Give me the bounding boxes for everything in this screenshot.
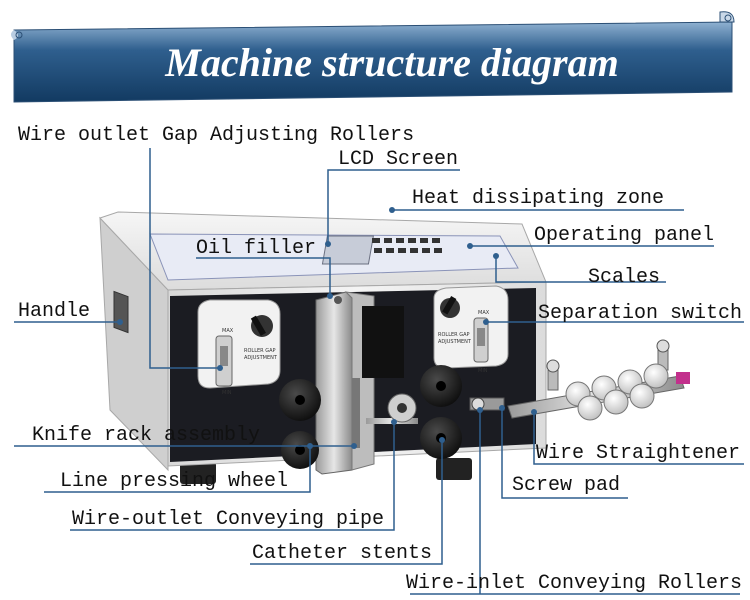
leader-line-pressing	[44, 446, 311, 493]
diagram-title: Machine structure diagram	[164, 40, 618, 85]
leader-lines	[14, 148, 744, 595]
labels: Wire outlet Gap Adjusting Rollers LCD Sc…	[18, 124, 742, 595]
leader-scales	[495, 256, 666, 283]
label-wire-inlet-conveying-rollers: Wire-inlet Conveying Rollers	[406, 572, 742, 595]
machine-foot-right	[436, 458, 472, 480]
oil-filler	[334, 296, 342, 304]
label-line-pressing-wheel: Line pressing wheel	[60, 470, 288, 493]
machine: ROLLER GAP ADJUSTMENT MAX MIN ROLLER GAP…	[99, 211, 690, 484]
knife-rack-assembly	[315, 291, 404, 475]
label-lcd-screen: LCD Screen	[338, 148, 458, 171]
label-wire-outlet-gap-rollers: Wire outlet Gap Adjusting Rollers	[18, 124, 414, 147]
label-operating-panel: Operating panel	[534, 224, 714, 247]
left-roller-gap-text: ROLLER GAP	[244, 348, 276, 354]
right-roller-gap-text: ROLLER GAP	[438, 332, 470, 338]
label-knife-rack-assembly: Knife rack assembly	[32, 424, 260, 447]
label-separation-switch: Separation switch	[538, 302, 742, 325]
label-heat-dissipating-zone: Heat dissipating zone	[412, 187, 664, 210]
machine-foot-left	[180, 462, 216, 484]
left-gap-adjustment: ROLLER GAP ADJUSTMENT MAX MIN	[197, 299, 281, 396]
leader-lcd	[327, 169, 460, 244]
leader-wire-inlet	[410, 410, 740, 595]
label-wire-outlet-conveying-pipe: Wire-outlet Conveying pipe	[72, 508, 384, 531]
right-min-text: MIN	[478, 368, 488, 374]
label-wire-straightener: Wire Straightener	[536, 442, 740, 465]
title-banner: Machine structure diagram	[11, 11, 735, 103]
screw-pad	[469, 397, 505, 411]
leader-screw	[501, 408, 628, 499]
label-handle: Handle	[18, 300, 90, 323]
leader-oil	[196, 257, 331, 296]
right-max-text: MAX	[478, 310, 490, 316]
leader-wire-outlet-gap	[149, 148, 220, 369]
keypad	[372, 238, 442, 253]
lcd-screen	[321, 235, 374, 265]
label-screw-pad: Screw pad	[512, 474, 620, 497]
left-max-text: MAX	[222, 328, 234, 334]
handle	[113, 290, 129, 334]
leader-dots	[117, 207, 537, 449]
left-adjustment-text: ADJUSTMENT	[244, 355, 278, 361]
label-scales: Scales	[588, 266, 660, 289]
right-adjustment-text: ADJUSTMENT	[438, 339, 472, 345]
right-gap-adjustment: ROLLER GAP ADJUSTMENT MAX MIN	[433, 285, 509, 374]
wire-straightener	[507, 339, 690, 421]
leader-straightener	[533, 412, 744, 465]
label-catheter-stents: Catheter stents	[252, 542, 432, 565]
leader-catheter	[250, 440, 443, 565]
left-min-text: MIN	[222, 390, 232, 396]
label-oil-filler: Oil filler	[196, 237, 316, 260]
leader-wire-outlet-pipe	[70, 422, 395, 531]
